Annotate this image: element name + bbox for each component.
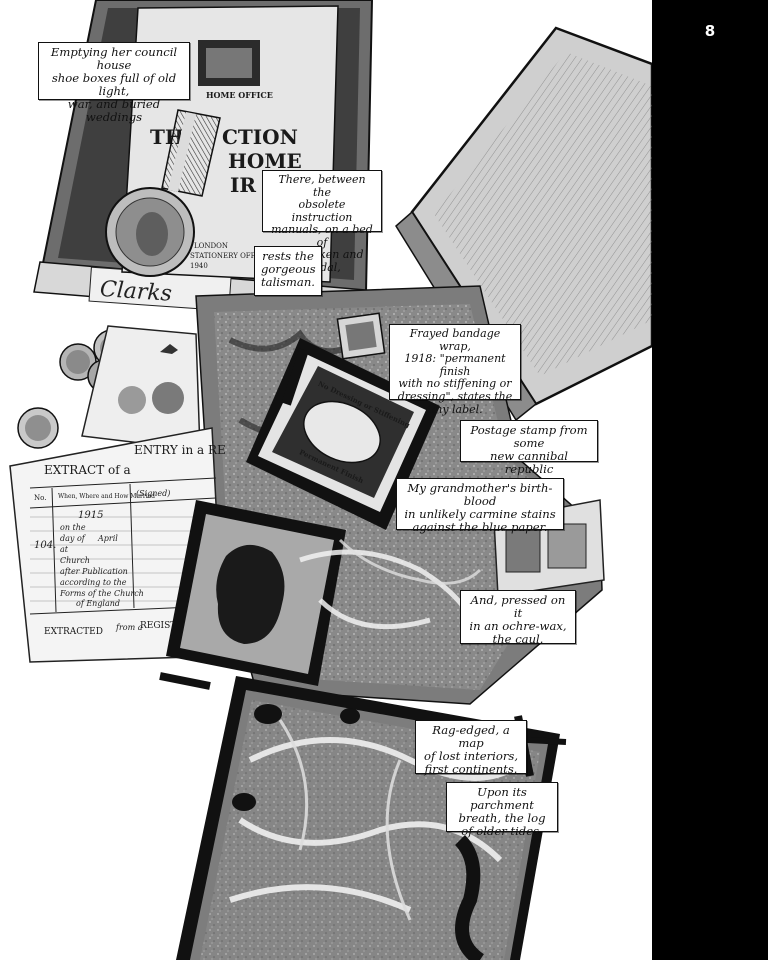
framed-caul <box>159 500 346 690</box>
extract-heading-1: EXTRACT of a <box>44 463 131 477</box>
manual-title-3: HOME <box>228 149 302 173</box>
extract-line-8: of England <box>76 599 120 608</box>
manual-publisher-1: LONDON <box>194 242 228 250</box>
shoebox-brand: Clarks <box>99 277 173 307</box>
caption-rests: rests the gorgeous talisman. <box>254 246 322 296</box>
extract-line-5: after Publication <box>60 567 128 576</box>
manual-office: HOME OFFICE <box>206 90 273 100</box>
page-gutter: 8 <box>652 0 768 960</box>
manual-year: 1940 <box>190 262 208 270</box>
extract-line-1: on the <box>60 523 86 532</box>
page-number: 8 <box>704 22 716 40</box>
caption-pressed: And, pressed on it in an ochre-wax, the … <box>460 590 576 646</box>
caption-emptying: Emptying her council house shoe boxes fu… <box>38 42 190 124</box>
extract-month: April <box>97 534 118 543</box>
extract-entry-no: 104. <box>34 540 56 551</box>
extract-footer-1: EXTRACTED <box>44 627 103 637</box>
marriage-extract: EXTRACT of a ENTRY in a RE No. When, Whe… <box>9 427 226 663</box>
box-lid <box>395 26 652 422</box>
old-photograph <box>81 325 201 451</box>
extract-year: 1915 <box>78 510 103 521</box>
caption-upon: Upon its parchment breath, the log of ol… <box>446 782 558 838</box>
caption-rag-edged: Rag-edged, a map of lost interiors, firs… <box>415 720 527 776</box>
extract-footer-2: from a <box>115 623 143 632</box>
extract-col-signed: (Signed) <box>136 489 170 498</box>
extract-col-when: When, Where and How Married <box>58 493 155 500</box>
artwork-panel: Clarks HOME OFFICE TH CTION HOME IR RAID… <box>9 0 652 960</box>
caption-birth-blood: My grandmother's birth-blood in unlikely… <box>396 478 564 534</box>
extract-heading-2: ENTRY in a RE <box>134 443 226 457</box>
war-medal <box>105 109 221 277</box>
extract-line-7: Forms of the Church <box>59 589 144 598</box>
caption-postage: Postage stamp from some new cannibal rep… <box>460 420 598 476</box>
extract-footer-3: REGISTE <box>140 621 183 631</box>
extract-line-6: according to the <box>60 578 127 587</box>
extract-line-3: at <box>60 545 69 554</box>
extract-line-2: day of <box>60 534 87 543</box>
caption-frayed: Frayed bandage wrap, 1918: "permanent fi… <box>389 324 521 415</box>
caption-there-between: There, between the obsolete instruction … <box>262 170 382 273</box>
extract-line-4: Church <box>60 556 90 565</box>
manual-title-2: CTION <box>222 125 298 149</box>
extract-col-no: No. <box>34 494 46 502</box>
manual-publisher-2: STATIONERY OFFICE <box>190 252 269 260</box>
